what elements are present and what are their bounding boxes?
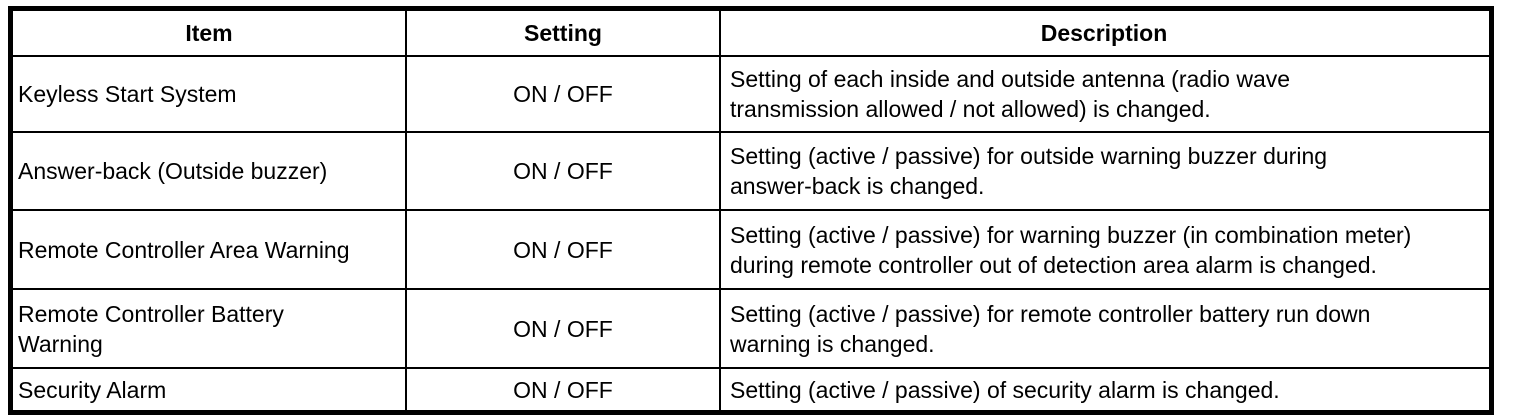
description-cell: Setting (active / passive) for warning b… [730,221,1412,278]
description-cell: Setting (active / passive) of security a… [730,376,1280,403]
column-header-setting: Setting [407,11,721,55]
column-header-description: Description [1040,20,1168,46]
item-cell: Remote Controller Area Warning [13,211,407,288]
description-cell: Setting of each inside and outside anten… [730,66,1291,122]
setting-cell: ON / OFF [407,133,721,209]
table-header-row: Item Setting Description [13,11,1489,57]
description-cell: Setting (active / passive) for remote co… [730,300,1371,357]
item-cell: Remote Controller Battery Warning [13,290,407,367]
setting-cell: ON / OFF [407,211,721,288]
table-row: Security Alarm ON / OFF Setting (active … [13,369,1489,410]
item-cell: Answer-back (Outside buzzer) [13,133,407,209]
description-cell: Setting (active / passive) for outside w… [730,143,1328,199]
setting-cell: ON / OFF [407,369,721,410]
table-row: Keyless Start System ON / OFF Setting of… [13,57,1489,133]
setting-cell: ON / OFF [407,290,721,367]
item-cell: Keyless Start System [13,57,407,131]
table-row: Remote Controller Battery Warning ON / O… [13,290,1489,369]
item-cell: Security Alarm [13,369,407,410]
table-row: Answer-back (Outside buzzer) ON / OFF Se… [13,133,1489,211]
settings-table: Item Setting Description Keyless Start S… [8,6,1494,415]
column-header-item: Item [13,11,407,55]
table-row: Remote Controller Area Warning ON / OFF … [13,211,1489,290]
setting-cell: ON / OFF [407,57,721,131]
